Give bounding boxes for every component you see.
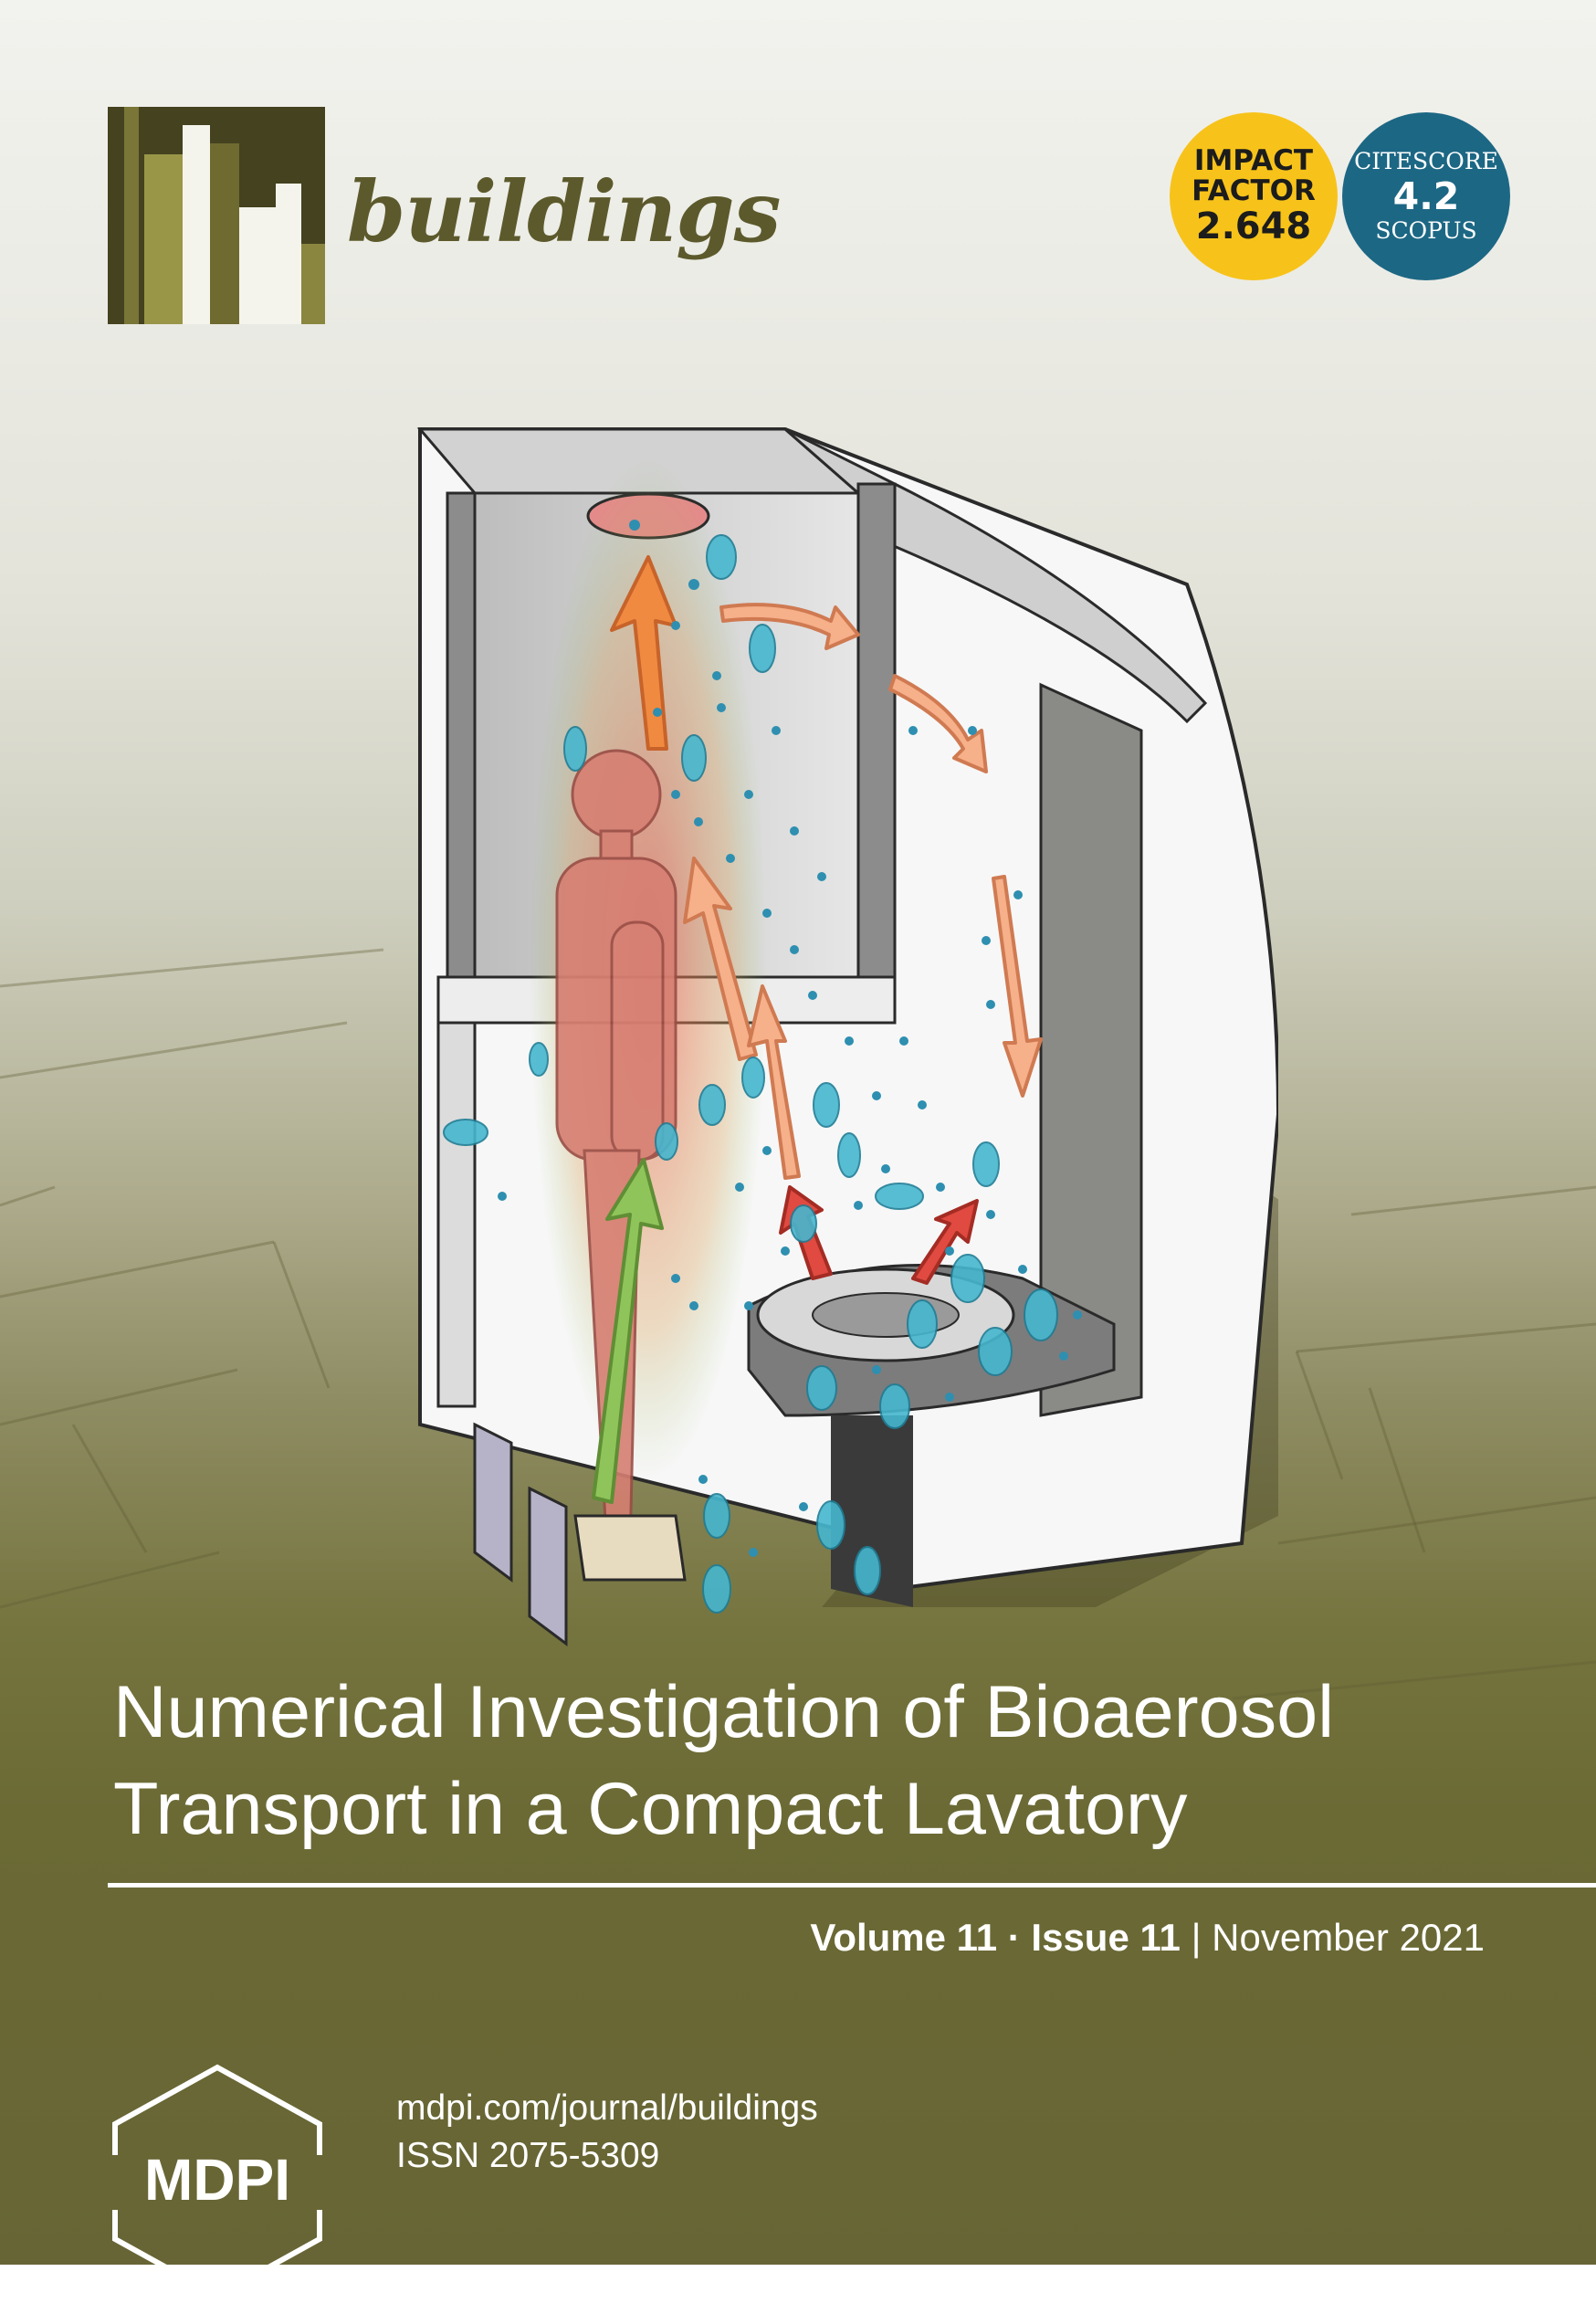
publisher-info: mdpi.com/journal/buildings ISSN 2075-530… [396, 2085, 818, 2180]
mdpi-logo-icon: MDPI [100, 2064, 334, 2299]
citescore-label: CITESCORE [1354, 148, 1498, 174]
article-title-line-1: Numerical Investigation of Bioaerosol [113, 1671, 1335, 1753]
issue-bar: | [1191, 1916, 1202, 1959]
issue-info: Volume 11 · Issue 11 | November 2021 [810, 1916, 1485, 1960]
volume-label: Volume 11 [810, 1916, 998, 1959]
journal-name: buildings [347, 163, 781, 261]
issn-text: ISSN 2075-5309 [396, 2136, 660, 2175]
journal-url-link[interactable]: mdpi.com/journal/buildings [396, 2088, 818, 2128]
citescore-badge: CITESCORE 4.2 SCOPUS [1342, 112, 1510, 280]
issue-date: November 2021 [1212, 1916, 1485, 1959]
impact-factor-label-2: FACTOR [1192, 174, 1316, 207]
article-title-line-2: Transport in a Compact Lavatory [113, 1768, 1188, 1850]
citescore-value: 4.2 [1392, 174, 1460, 218]
issue-separator: · [1007, 1916, 1021, 1959]
floor-tiles-pattern [0, 948, 1596, 1700]
impact-factor-badge: IMPACT FACTOR 2.648 [1170, 112, 1338, 280]
buildings-logo-icon [108, 107, 325, 324]
article-title: Numerical Investigation of Bioaerosol Tr… [113, 1664, 1538, 1857]
impact-factor-value: 2.648 [1195, 205, 1312, 247]
issue-label: Issue 11 [1031, 1916, 1181, 1959]
title-divider [108, 1883, 1596, 1888]
lavatory-cutaway-illustration [416, 427, 1278, 1646]
citescore-source: SCOPUS [1375, 217, 1477, 244]
mdpi-logo-text: MDPI [144, 2147, 290, 2213]
impact-factor-label-1: IMPACT [1193, 144, 1314, 177]
